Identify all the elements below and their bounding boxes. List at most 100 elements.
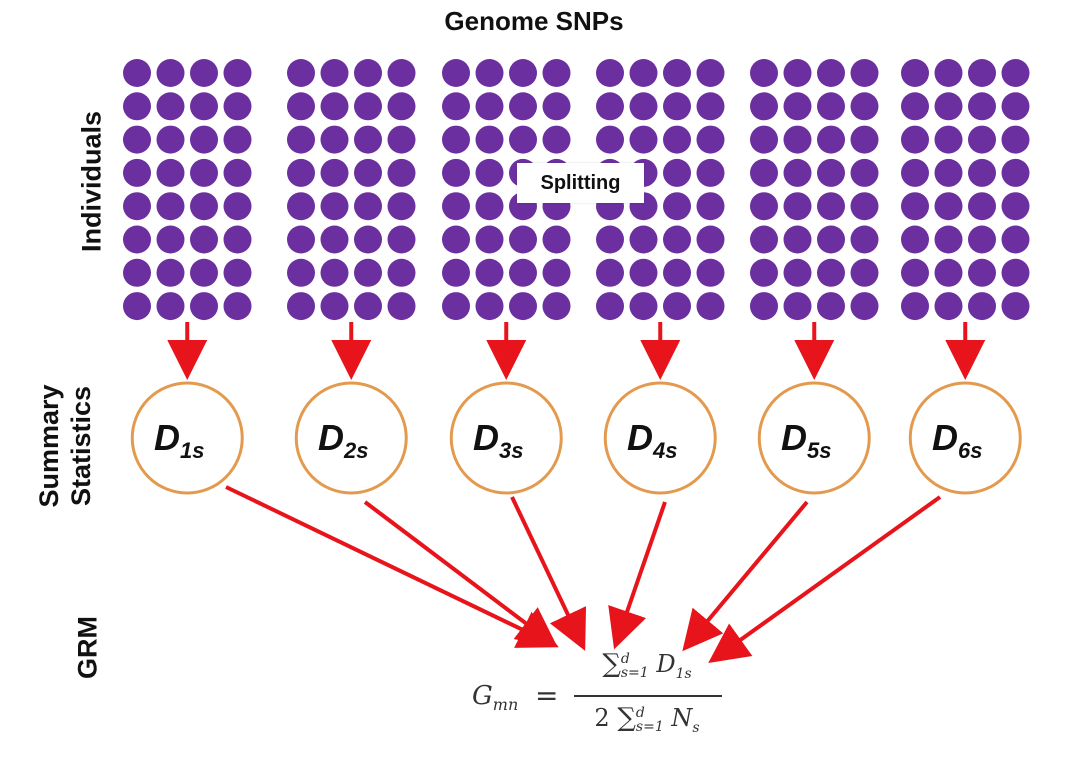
snp-dot: [156, 225, 185, 254]
snp-dot: [663, 192, 691, 221]
snp-dot: [509, 258, 537, 287]
snp-dot: [442, 292, 470, 321]
formula-equals: =: [535, 679, 559, 712]
snp-dot: [629, 59, 658, 87]
snp-dot: [442, 125, 470, 154]
snp-dot: [783, 92, 812, 121]
snp-block-2: [287, 59, 416, 321]
snp-dot: [123, 192, 151, 221]
snp-dot: [190, 192, 218, 221]
snp-dot: [663, 225, 691, 254]
snp-block-1: [123, 59, 252, 321]
snp-dot: [663, 125, 691, 154]
snp-dot: [968, 158, 996, 187]
snp-dot: [934, 92, 963, 121]
snp-dot: [850, 292, 879, 321]
snp-dot: [475, 192, 504, 221]
snp-dot: [387, 258, 416, 287]
snp-dot: [750, 158, 778, 187]
numerator-term-main: D: [656, 650, 676, 678]
snp-dot: [287, 92, 315, 121]
snp-dot: [287, 225, 315, 254]
grm-arrow-4: [608, 501, 667, 650]
snp-dot: [387, 192, 416, 221]
snp-dot: [190, 158, 218, 187]
snp-dot: [850, 158, 879, 187]
snp-dot: [750, 292, 778, 321]
snp-dot: [156, 125, 185, 154]
snp-dot: [475, 125, 504, 154]
snp-dot: [817, 192, 845, 221]
snp-dot: [475, 292, 504, 321]
diagram-title: Genome SNPs: [444, 6, 624, 36]
numerator-lower: s=1: [620, 664, 649, 681]
snp-dot: [442, 225, 470, 254]
denominator-upper: d: [635, 704, 645, 721]
snp-dot: [387, 158, 416, 187]
snp-dot: [968, 92, 996, 121]
snp-dot: [817, 125, 845, 154]
snp-dot: [354, 192, 382, 221]
snp-dot: [354, 258, 382, 287]
snp-dot: [783, 125, 812, 154]
snp-dot: [934, 192, 963, 221]
snp-dot: [696, 59, 725, 87]
snp-block-5: [750, 59, 879, 321]
snp-dot: [663, 158, 691, 187]
snp-dot: [850, 192, 879, 221]
snp-dot: [817, 59, 845, 87]
snp-dot: [696, 258, 725, 287]
snp-dot: [123, 292, 151, 321]
snp-dot: [387, 125, 416, 154]
numerator-sigma: ∑: [602, 649, 621, 679]
snp-dot: [156, 59, 185, 87]
snp-dot: [542, 258, 571, 287]
statistic-label-sub: 1s: [180, 438, 204, 463]
snp-dot: [287, 125, 315, 154]
snp-dot: [1001, 258, 1030, 287]
snp-dot: [817, 258, 845, 287]
snp-dot: [663, 92, 691, 121]
snp-dot: [387, 92, 416, 121]
snp-dot: [901, 59, 929, 87]
snp-dot: [223, 258, 252, 287]
snp-dot: [354, 92, 382, 121]
snp-dot: [190, 59, 218, 87]
statistic-node-5: D5s: [757, 381, 871, 495]
snp-dot: [934, 158, 963, 187]
splitting-label: Splitting: [517, 163, 644, 203]
snp-dot: [190, 125, 218, 154]
snp-dot: [442, 192, 470, 221]
snp-dot: [542, 59, 571, 87]
statistic-label-sub: 4s: [652, 438, 677, 463]
snp-dot: [696, 292, 725, 321]
split-arrows: [167, 322, 986, 380]
statistic-label-sub: 5s: [807, 438, 831, 463]
snp-dot: [509, 92, 537, 121]
snp-dot: [287, 258, 315, 287]
snp-dot: [190, 92, 218, 121]
statistic-label: D4s: [627, 417, 677, 463]
snp-dot: [750, 225, 778, 254]
snp-dot: [629, 292, 658, 321]
statistic-circle: [603, 381, 717, 495]
snp-dot: [850, 59, 879, 87]
grm-arrow-5: [682, 500, 809, 652]
snp-dot: [968, 192, 996, 221]
statistic-label: D5s: [781, 417, 831, 463]
snp-dot: [354, 225, 382, 254]
snp-dot: [320, 92, 349, 121]
snp-dot: [542, 292, 571, 321]
snp-dot: [223, 225, 252, 254]
snp-dot: [190, 225, 218, 254]
statistic-label: D1s: [154, 417, 204, 463]
snp-dot: [850, 258, 879, 287]
snp-dot: [190, 292, 218, 321]
snp-dot: [968, 59, 996, 87]
snp-dot: [968, 292, 996, 321]
numerator-term-sub: 1s: [675, 665, 692, 682]
statistic-label-main: D: [781, 417, 807, 458]
snp-dot: [354, 158, 382, 187]
